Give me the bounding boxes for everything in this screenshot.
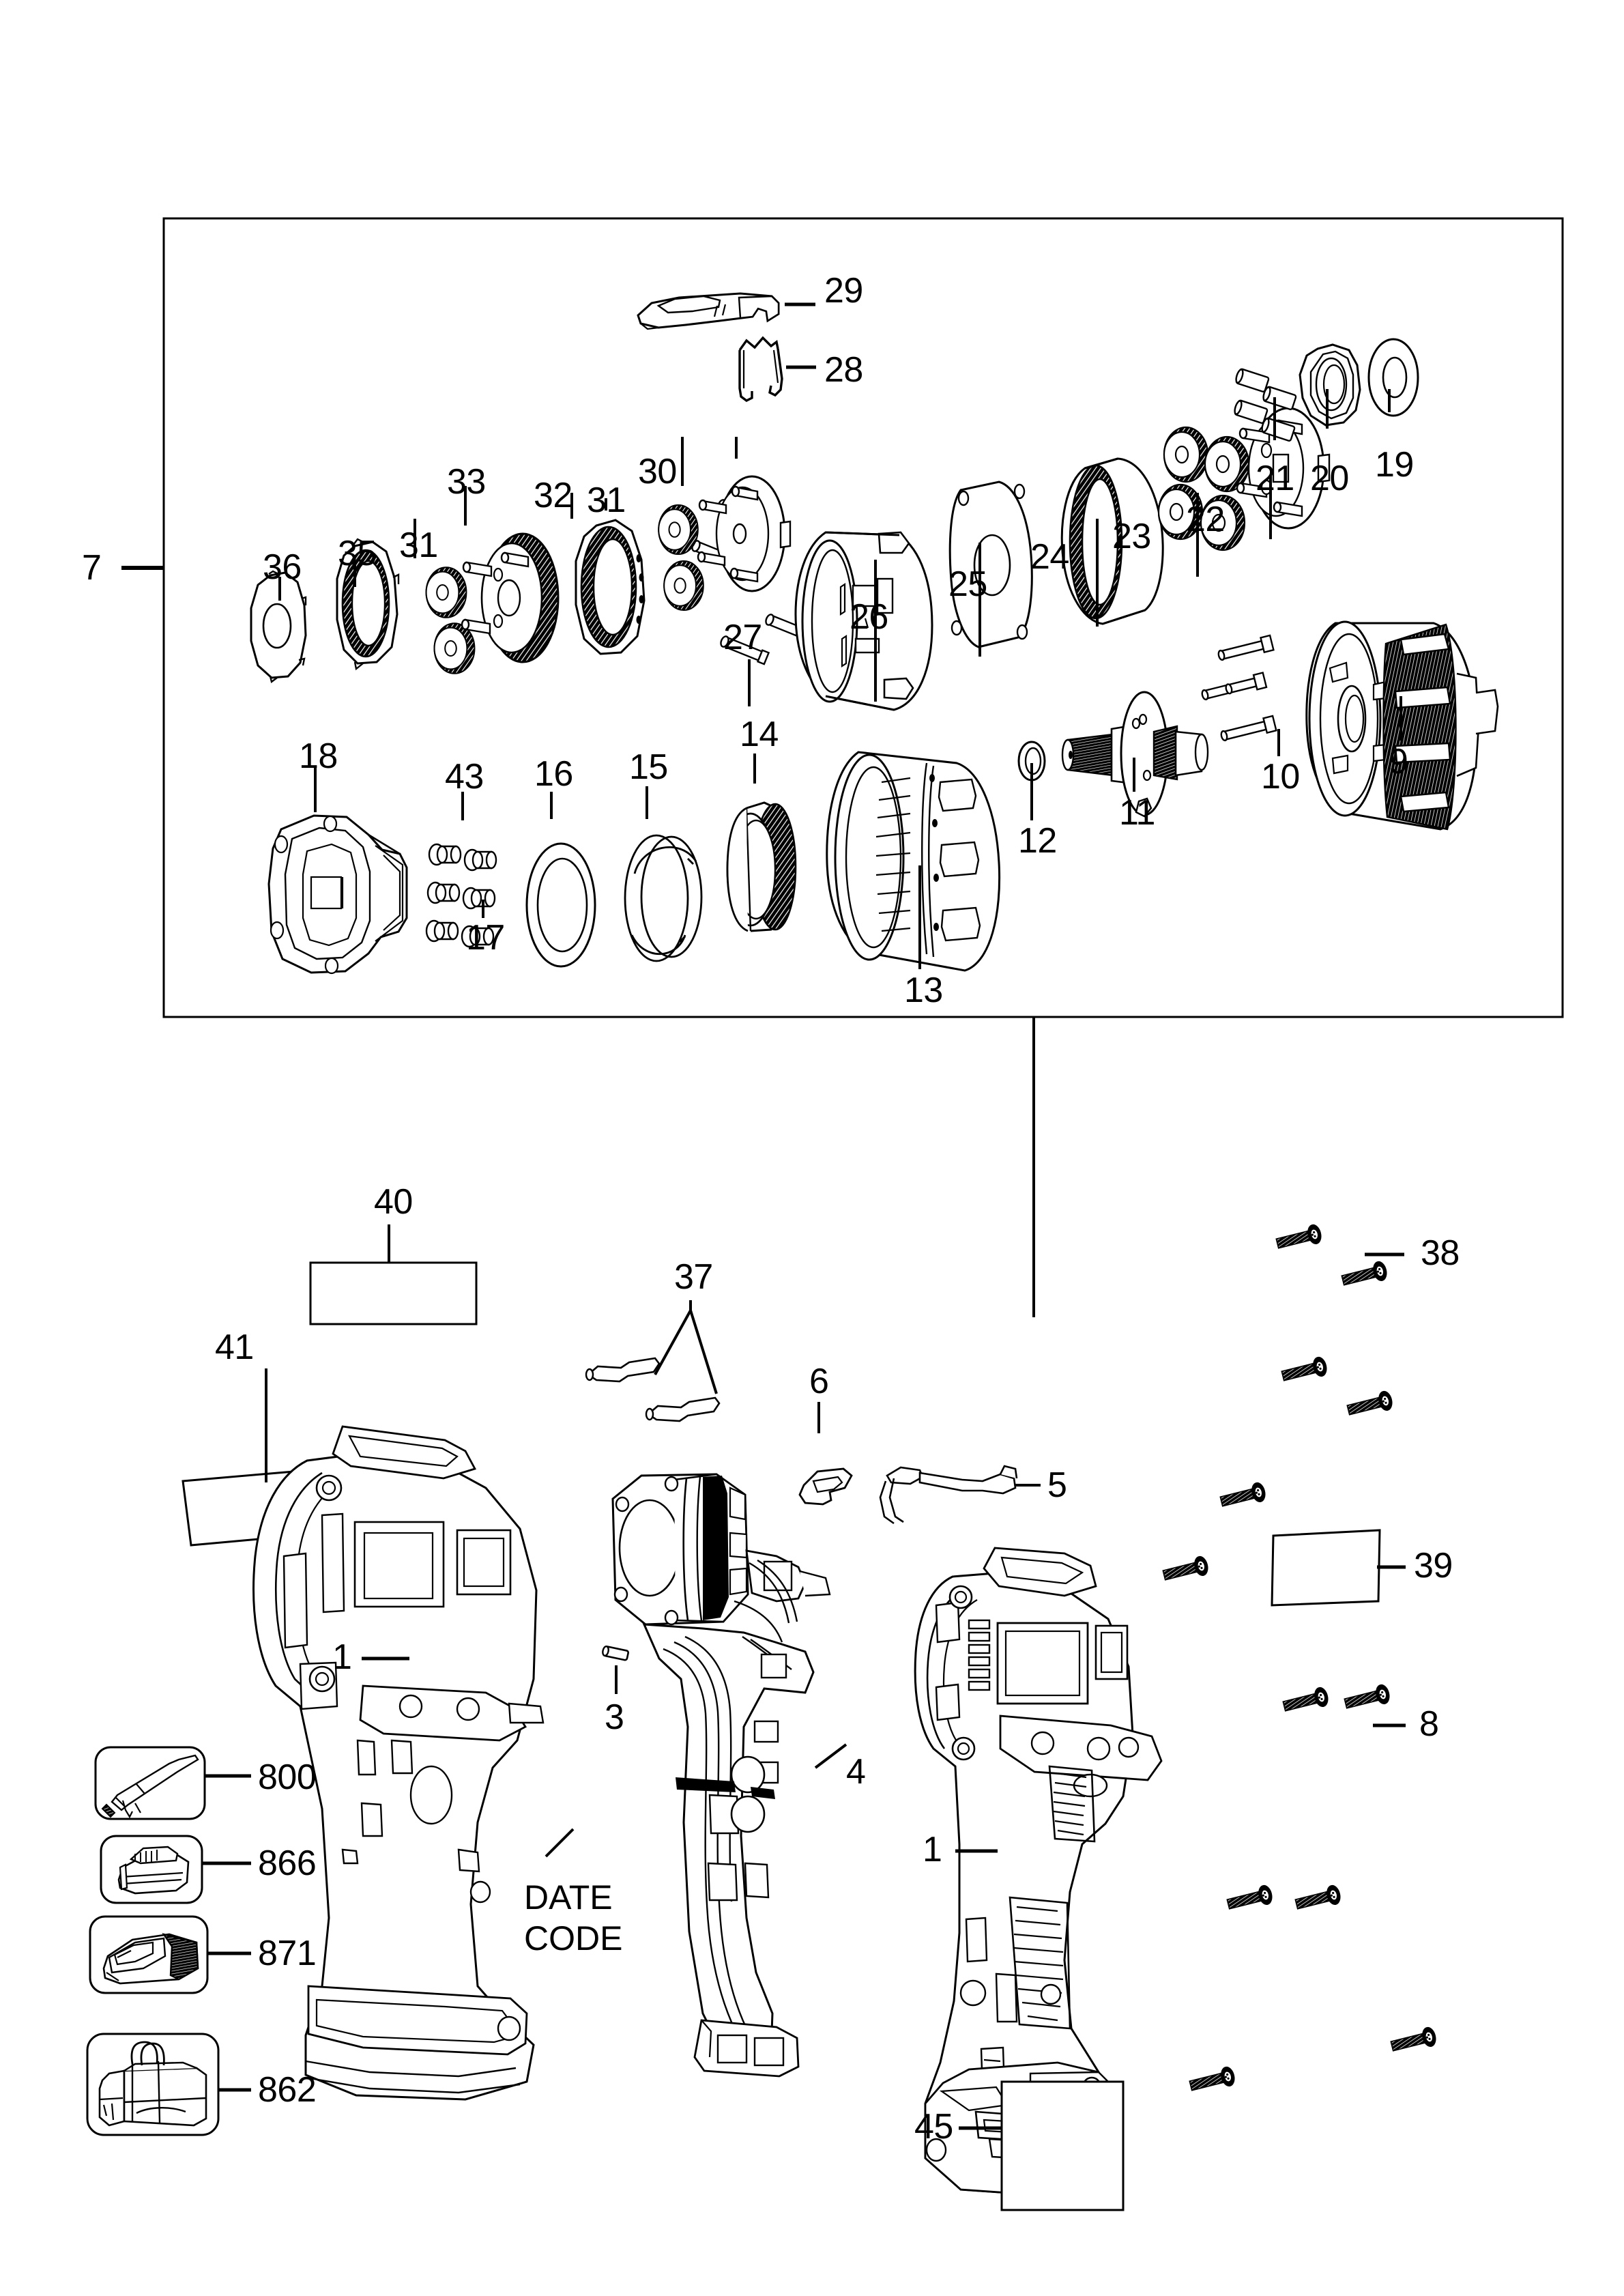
- date-code-label-line2: CODE: [524, 1919, 623, 1957]
- callout-11: 11: [1119, 793, 1155, 833]
- callout-22: 22: [1186, 500, 1225, 539]
- callout-33: 33: [447, 462, 486, 502]
- date-code-label-line1: DATE: [524, 1878, 613, 1917]
- callout-45: 45: [914, 2107, 953, 2147]
- callout-29: 29: [824, 271, 863, 311]
- callout-38: 38: [1421, 1233, 1460, 1273]
- callout-1-right: 1: [923, 1830, 942, 1869]
- callout-13: 13: [904, 971, 943, 1010]
- callout-10: 10: [1261, 757, 1300, 797]
- callout-43: 43: [445, 757, 484, 797]
- callout-41: 41: [215, 1328, 254, 1367]
- callout-27: 27: [723, 618, 762, 657]
- callout-17: 17: [466, 918, 505, 958]
- callout-6: 6: [809, 1362, 829, 1401]
- callout-4: 4: [846, 1752, 866, 1792]
- callout-3: 3: [605, 1697, 624, 1737]
- callout-31-right: 31: [587, 480, 626, 520]
- callout-14: 14: [740, 715, 779, 754]
- callout-8: 8: [1419, 1704, 1439, 1744]
- callout-9: 9: [1389, 742, 1408, 781]
- callout-16: 16: [534, 754, 573, 794]
- callout-37: 37: [674, 1257, 713, 1297]
- callout-28: 28: [824, 350, 863, 390]
- callout-40: 40: [374, 1182, 413, 1222]
- callout-862: 862: [258, 2070, 317, 2110]
- callout-866: 866: [258, 1843, 317, 1883]
- callout-21: 21: [1256, 459, 1294, 498]
- callout-800: 800: [258, 1757, 317, 1797]
- callout-23: 23: [1112, 517, 1151, 556]
- callout-30: 30: [638, 452, 677, 491]
- callout-15: 15: [629, 747, 668, 787]
- callout-39: 39: [1414, 1546, 1453, 1585]
- callout-12: 12: [1018, 821, 1057, 861]
- callout-35: 35: [338, 534, 377, 573]
- callout-group-7: 7: [82, 548, 102, 588]
- callout-5: 5: [1047, 1465, 1067, 1505]
- callout-25: 25: [948, 564, 987, 604]
- callout-24: 24: [1030, 537, 1069, 577]
- callout-20: 20: [1310, 459, 1349, 498]
- callout-31-left: 31: [399, 526, 438, 565]
- callout-26: 26: [850, 597, 888, 637]
- callout-1-left: 1: [332, 1637, 352, 1677]
- callout-18: 18: [299, 736, 338, 776]
- callout-36: 36: [263, 547, 302, 587]
- callout-32: 32: [534, 476, 572, 515]
- callout-19: 19: [1375, 445, 1414, 485]
- callout-871: 871: [258, 1934, 317, 1973]
